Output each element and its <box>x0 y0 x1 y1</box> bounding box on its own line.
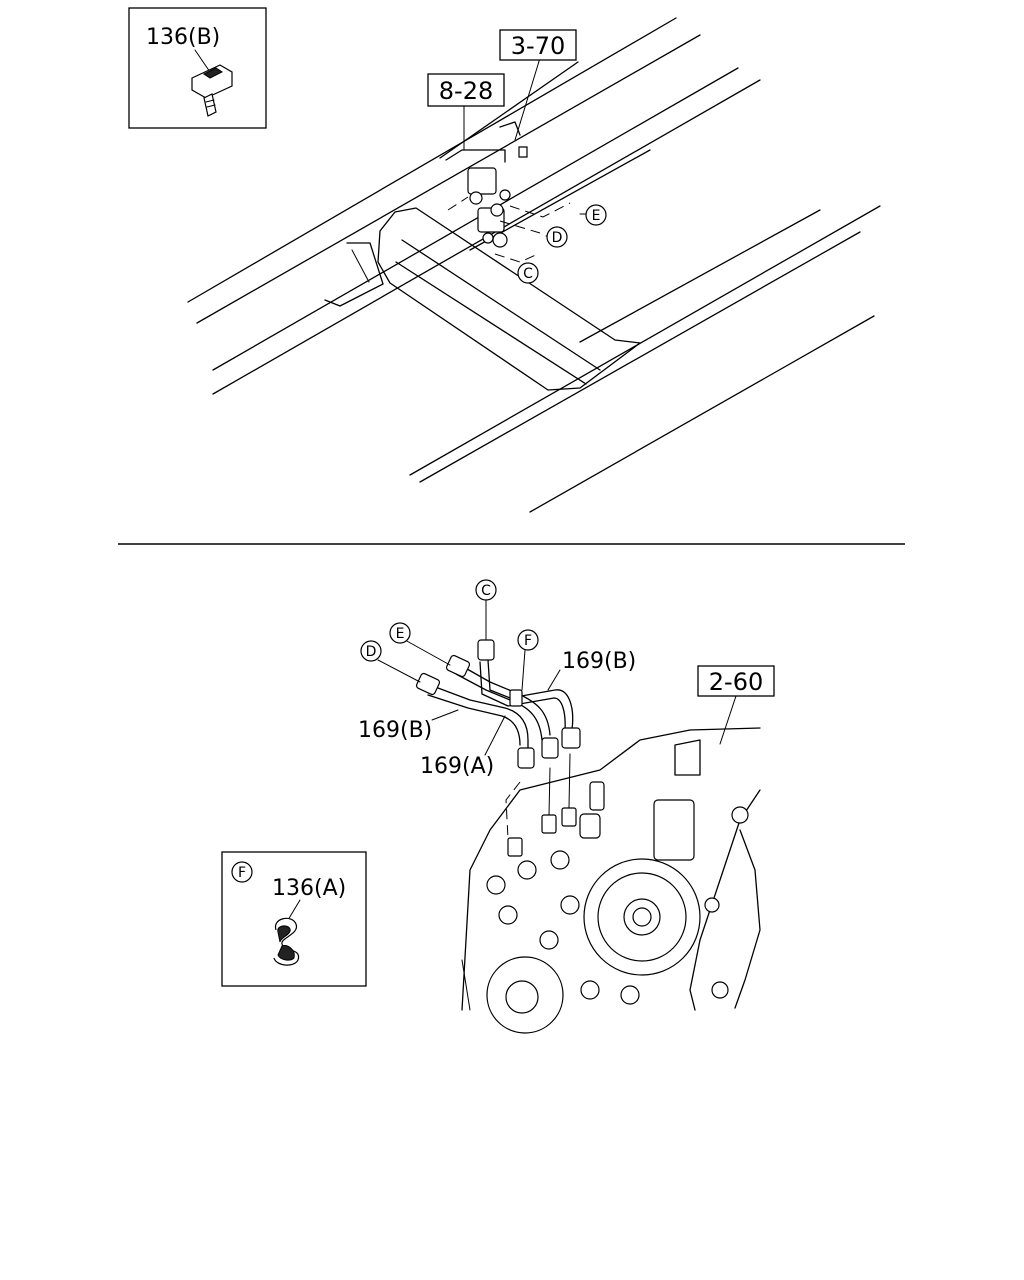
chassis-frame <box>187 17 881 513</box>
leader-3-70 <box>514 57 541 141</box>
clip-136a-icon <box>273 917 300 966</box>
part-169b-left-label[interactable]: 169(B) <box>358 718 432 743</box>
transmission-housing <box>461 727 761 1034</box>
connector-f-bottom: F <box>517 629 539 651</box>
inset-136b-label: 136(B) <box>146 25 220 50</box>
brake-pipes <box>377 599 581 769</box>
part-169b-right-label[interactable]: 169(B) <box>562 649 636 674</box>
connector-c-top-label: C <box>523 266 533 282</box>
connector-c-bottom-label: C <box>481 583 491 599</box>
pump-ports <box>505 753 577 857</box>
connector-e-bottom: E <box>389 622 411 644</box>
leader-2-60 <box>719 695 737 745</box>
valve-assembly <box>445 121 571 263</box>
connector-f-bottom-label: F <box>524 633 532 649</box>
ref-3-70[interactable]: 3-70 <box>499 29 577 61</box>
ref-8-28[interactable]: 8-28 <box>427 73 505 107</box>
connector-d-top-label: D <box>552 230 563 246</box>
connector-d-bottom-label: D <box>366 644 377 660</box>
inset-136a-letter: F <box>238 865 246 881</box>
ref-2-60-label: 2-60 <box>709 668 763 696</box>
connector-d-bottom: D <box>360 640 382 662</box>
inset-136a: F 136(A) <box>221 851 367 987</box>
connector-c-top: C <box>517 262 539 284</box>
inset-136a-label: 136(A) <box>272 876 346 901</box>
leader-169a <box>484 715 506 756</box>
connector-c-bottom: C <box>475 579 497 601</box>
inset-136b: 136(B) <box>128 7 267 129</box>
connector-e-top-label: E <box>592 208 601 224</box>
ref-8-28-label: 8-28 <box>439 77 493 105</box>
ref-3-70-label: 3-70 <box>511 32 565 60</box>
connector-d-top: D <box>546 226 568 248</box>
connector-e-top: E <box>585 204 607 226</box>
connector-e-bottom-label: E <box>396 626 405 642</box>
clip-136b-icon <box>191 64 233 117</box>
ref-2-60[interactable]: 2-60 <box>697 665 775 697</box>
part-169a-label[interactable]: 169(A) <box>420 754 494 779</box>
leader-169b-right <box>547 669 561 691</box>
leader-169b-left <box>431 709 459 721</box>
